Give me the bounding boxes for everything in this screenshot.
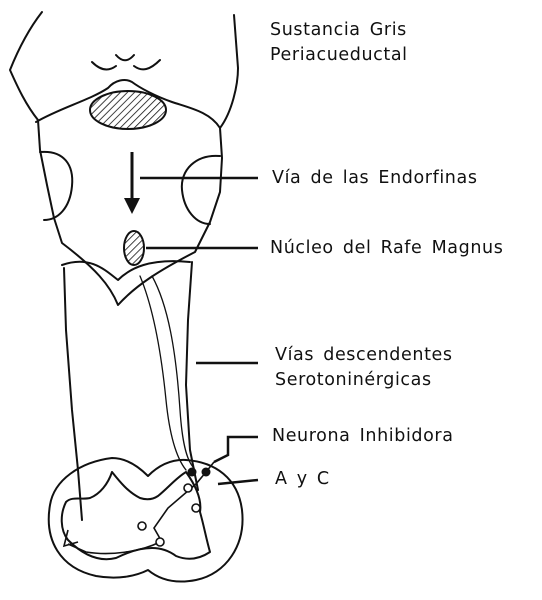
right-lateral-lobe [182, 156, 220, 224]
label-vias-line2: Serotoninérgicas [275, 368, 453, 393]
neuron-small-4 [192, 504, 200, 512]
neuron-small-3 [184, 484, 192, 492]
dorsal-horn-connection [154, 484, 196, 542]
ascending-arrowhead [64, 530, 78, 546]
neuron-small-1 [138, 522, 146, 530]
periaqueductal-gray [90, 91, 166, 129]
serotonergic-fiber-1 [140, 276, 186, 470]
label-sustancia-gris-line1: Sustancia Gris [270, 18, 408, 43]
label-sustancia-gris: Sustancia Gris Periacueductal [270, 18, 408, 68]
label-vias-line1: Vías descendentes [275, 343, 453, 368]
midbrain-notch [116, 55, 134, 60]
left-lateral-lobe [40, 152, 72, 220]
label-sustancia-gris-line2: Periacueductal [270, 43, 408, 68]
label-nucleo-rafe: Núcleo del Rafe Magnus [270, 236, 503, 261]
midbrain-shoulders [92, 60, 160, 69]
label-neurona-inhibidora: Neurona Inhibidora [272, 424, 454, 449]
label-vias-descendentes: Vías descendentes Serotoninérgicas [275, 343, 453, 393]
inhibitory-neuron-2 [202, 468, 211, 477]
leader-ayc [218, 480, 258, 484]
neuron-small-2 [156, 538, 164, 546]
nucleus-raphe-magnus [124, 231, 144, 265]
inhibitory-neuron-1 [188, 468, 197, 477]
label-via-endorfinas: Vía de las Endorfinas [272, 166, 478, 191]
label-a-y-c: A y C [275, 467, 330, 492]
endorphin-arrowhead [124, 198, 140, 214]
leader-neurona [214, 437, 258, 462]
medulla-left-wall [64, 268, 82, 520]
